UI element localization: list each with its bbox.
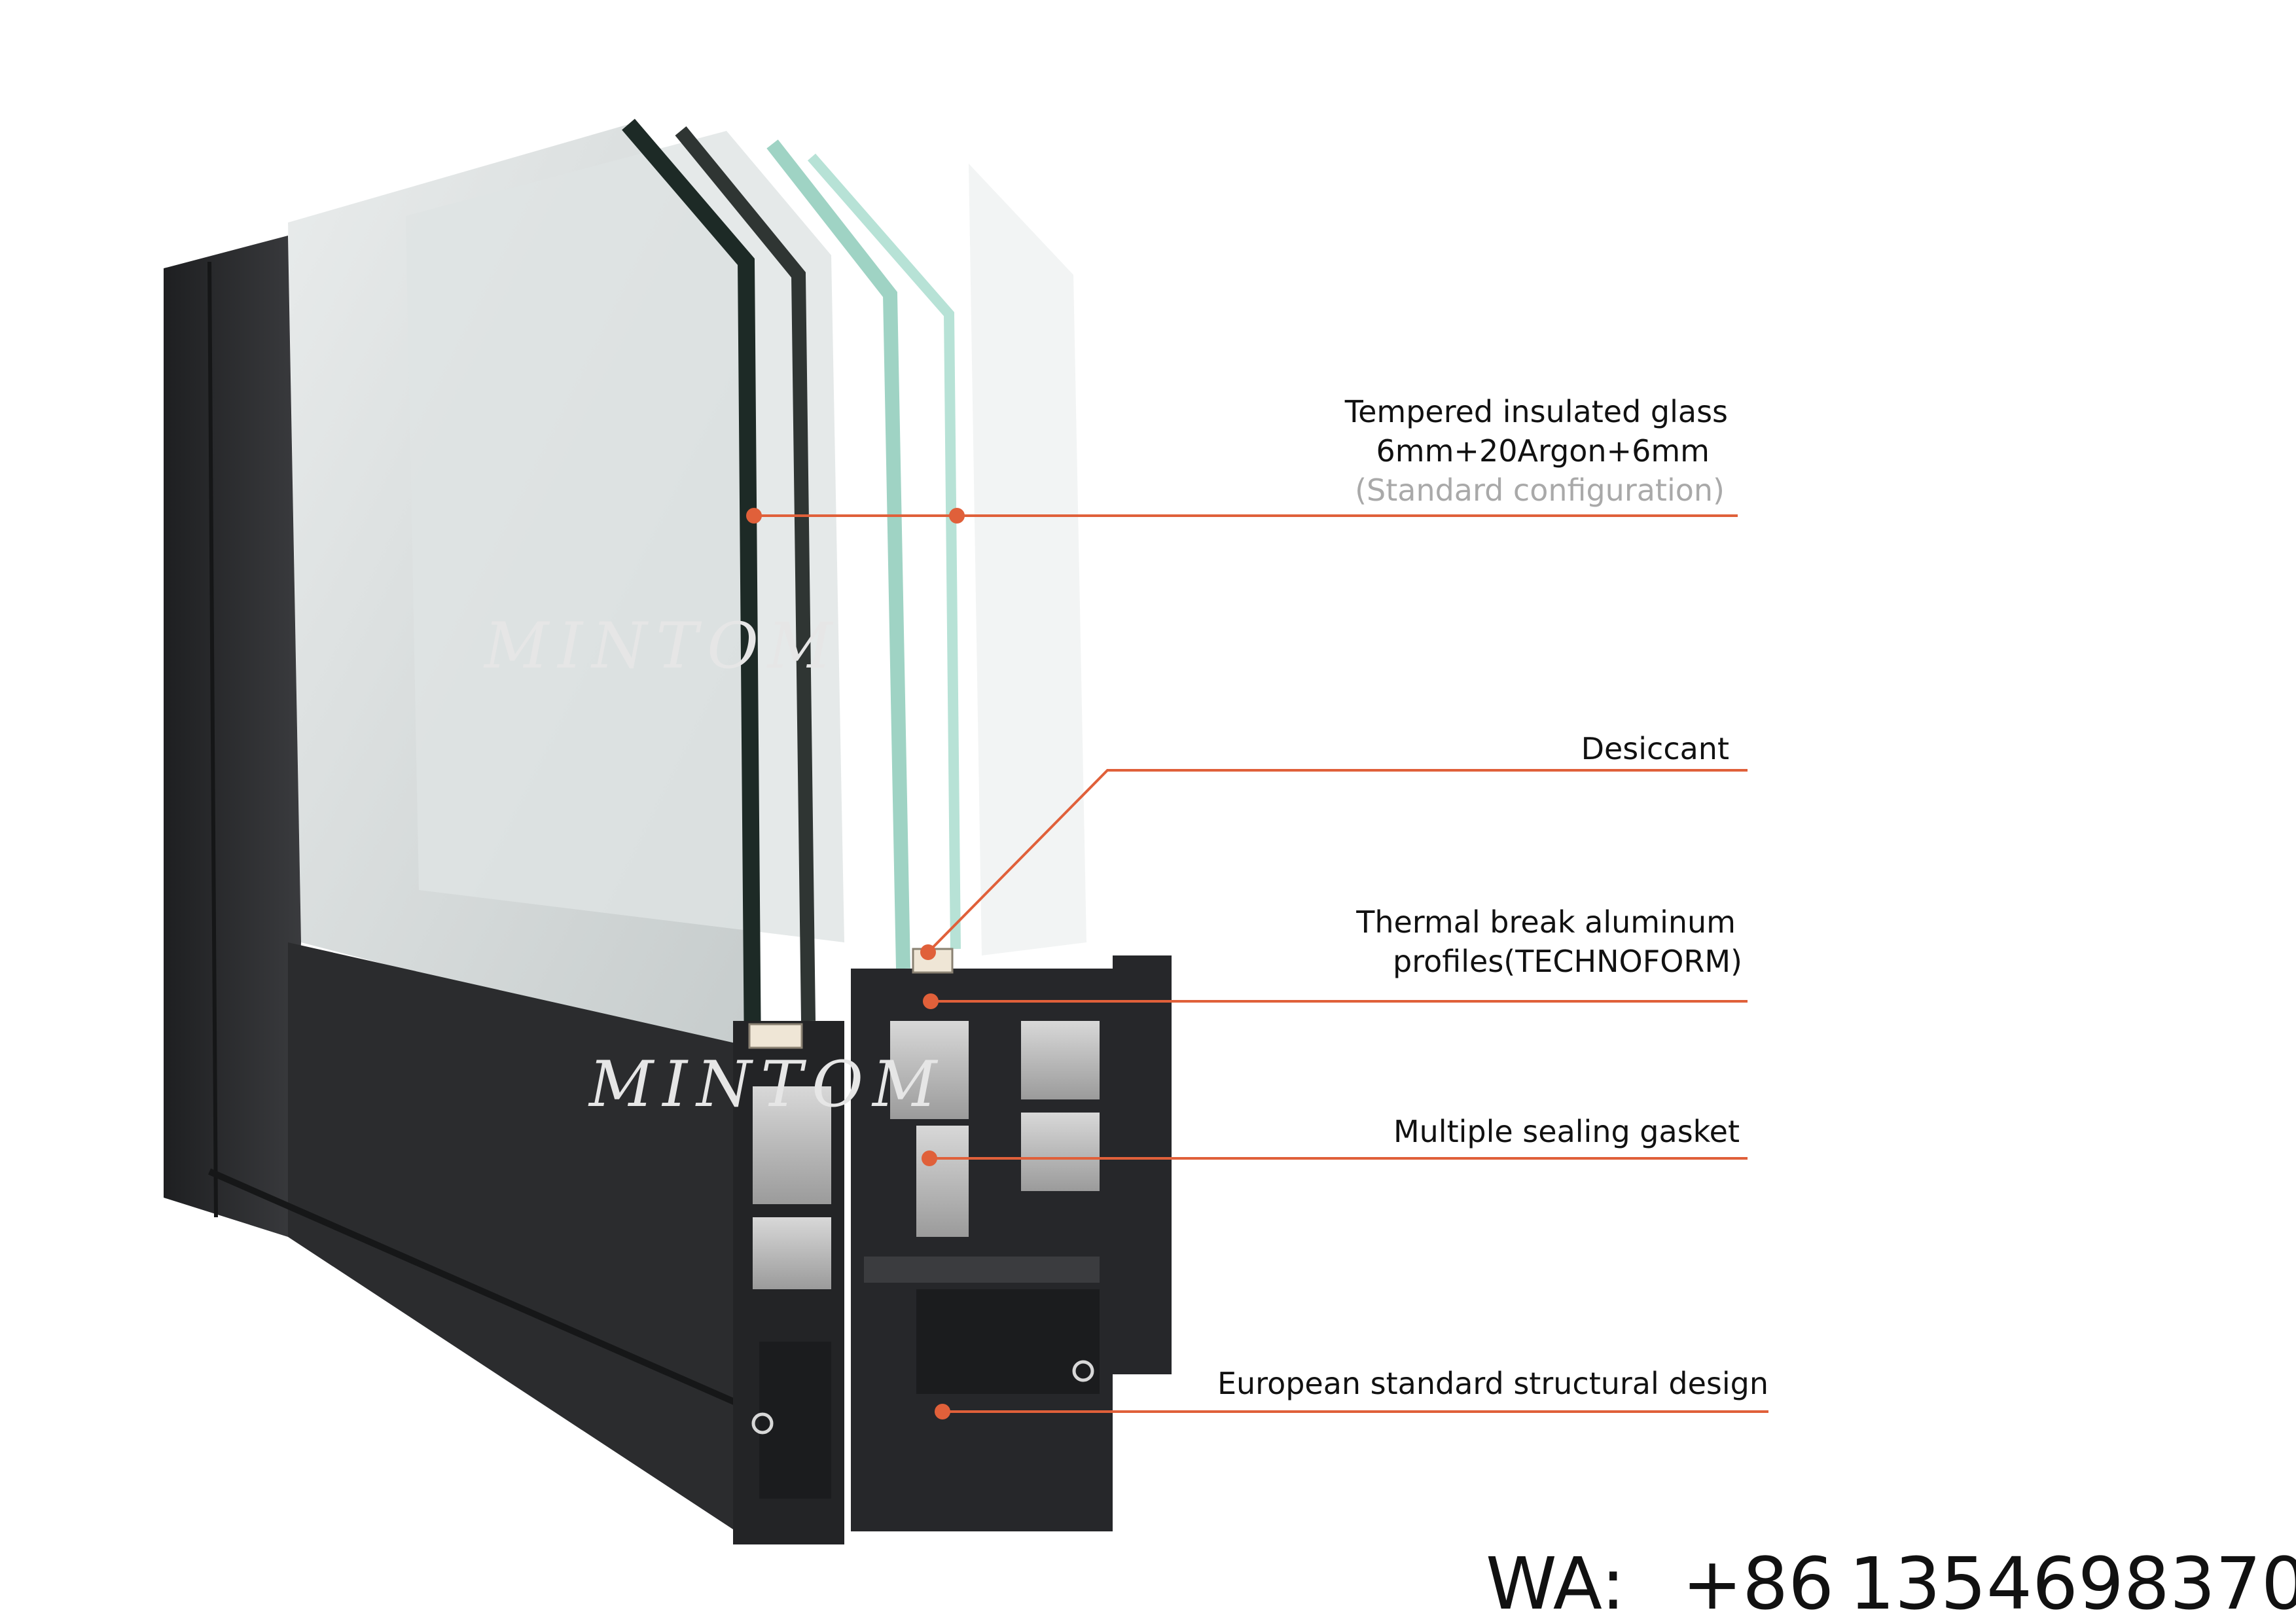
callout-glass-note: (Standard configuration)	[1355, 473, 1725, 508]
callout-gasket: Multiple sealing gasket	[922, 1114, 1748, 1166]
callout-thermal-break-line-2: profiles(TECHNOFORM)	[1393, 944, 1742, 979]
callout-structure-label: European standard structural design	[1217, 1366, 1768, 1401]
callout-thermal-break: Thermal break aluminum profiles(TECHNOFO…	[923, 904, 1748, 1009]
window-illustration	[164, 118, 1172, 1544]
profile-cross-section	[733, 948, 1172, 1544]
back-glass-pane	[969, 164, 1086, 955]
contact-line: WA: +86 13546983704	[1486, 1542, 2296, 1623]
frame-rail-groove	[207, 1168, 748, 1410]
callout-desiccant-dot	[920, 944, 936, 960]
glass-edge-2	[675, 126, 816, 1022]
callout-gasket-label: Multiple sealing gasket	[1393, 1114, 1740, 1149]
contact-country-code: +86	[1682, 1542, 1834, 1623]
callout-glass-dot-1	[746, 508, 762, 524]
glass-edge-4	[807, 153, 961, 950]
callout-structure-dot	[935, 1404, 950, 1419]
callout-gasket-dot	[922, 1150, 937, 1166]
callout-desiccant-label: Desiccant	[1581, 731, 1729, 766]
glass-edge-3	[766, 139, 910, 969]
callout-desiccant-leader	[927, 769, 1748, 954]
callout-glass-line-1: Tempered insulated glass	[1344, 394, 1728, 429]
frame-groove	[207, 261, 218, 1218]
callout-glass: Tempered insulated glass 6mm+20Argon+6mm…	[746, 394, 1738, 524]
contact-prefix: WA:	[1486, 1542, 1625, 1623]
callout-desiccant: Desiccant	[920, 731, 1748, 960]
watermark-upper: MINTOM	[483, 609, 841, 683]
glass-pane-rear	[406, 131, 844, 942]
frame-stile	[164, 236, 301, 1237]
glass-edge-1	[622, 118, 761, 1061]
callout-glass-dot-2	[949, 508, 965, 524]
callout-thermal-break-dot	[923, 993, 939, 1009]
frame-rail	[288, 942, 753, 1538]
contact-number: 13546983704	[1849, 1542, 2296, 1623]
callout-glass-line-2: 6mm+20Argon+6mm	[1376, 433, 1710, 469]
watermark-lower: MINTOM	[588, 1048, 946, 1121]
callout-structure: European standard structural design	[935, 1366, 1768, 1419]
callout-thermal-break-line-1: Thermal break aluminum	[1355, 904, 1736, 940]
